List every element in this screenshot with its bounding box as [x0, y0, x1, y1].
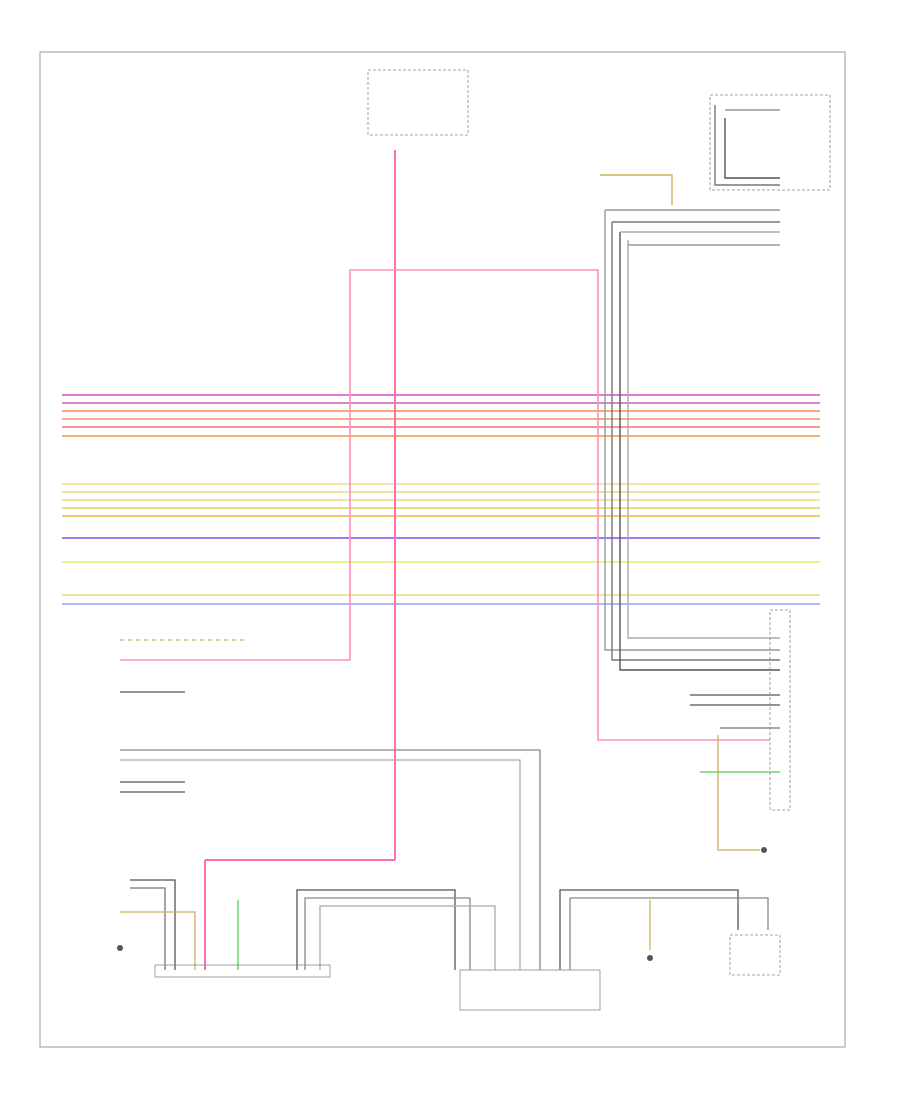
gray-harness-right — [604, 105, 780, 671]
diagram-frame — [39, 51, 846, 1048]
ground-symbols — [117, 847, 767, 961]
bottom-harness — [120, 694, 780, 970]
module-right-box — [729, 934, 781, 976]
antenna-box — [709, 94, 831, 191]
pink-wire — [120, 150, 770, 970]
module-left-box — [154, 964, 331, 978]
olive-wire-top — [600, 174, 673, 205]
splice-right-box — [769, 609, 791, 811]
bus-lines — [62, 394, 820, 605]
fuse-box — [367, 69, 469, 136]
module-mid-box — [459, 969, 601, 1011]
left-module-wires — [120, 639, 541, 970]
